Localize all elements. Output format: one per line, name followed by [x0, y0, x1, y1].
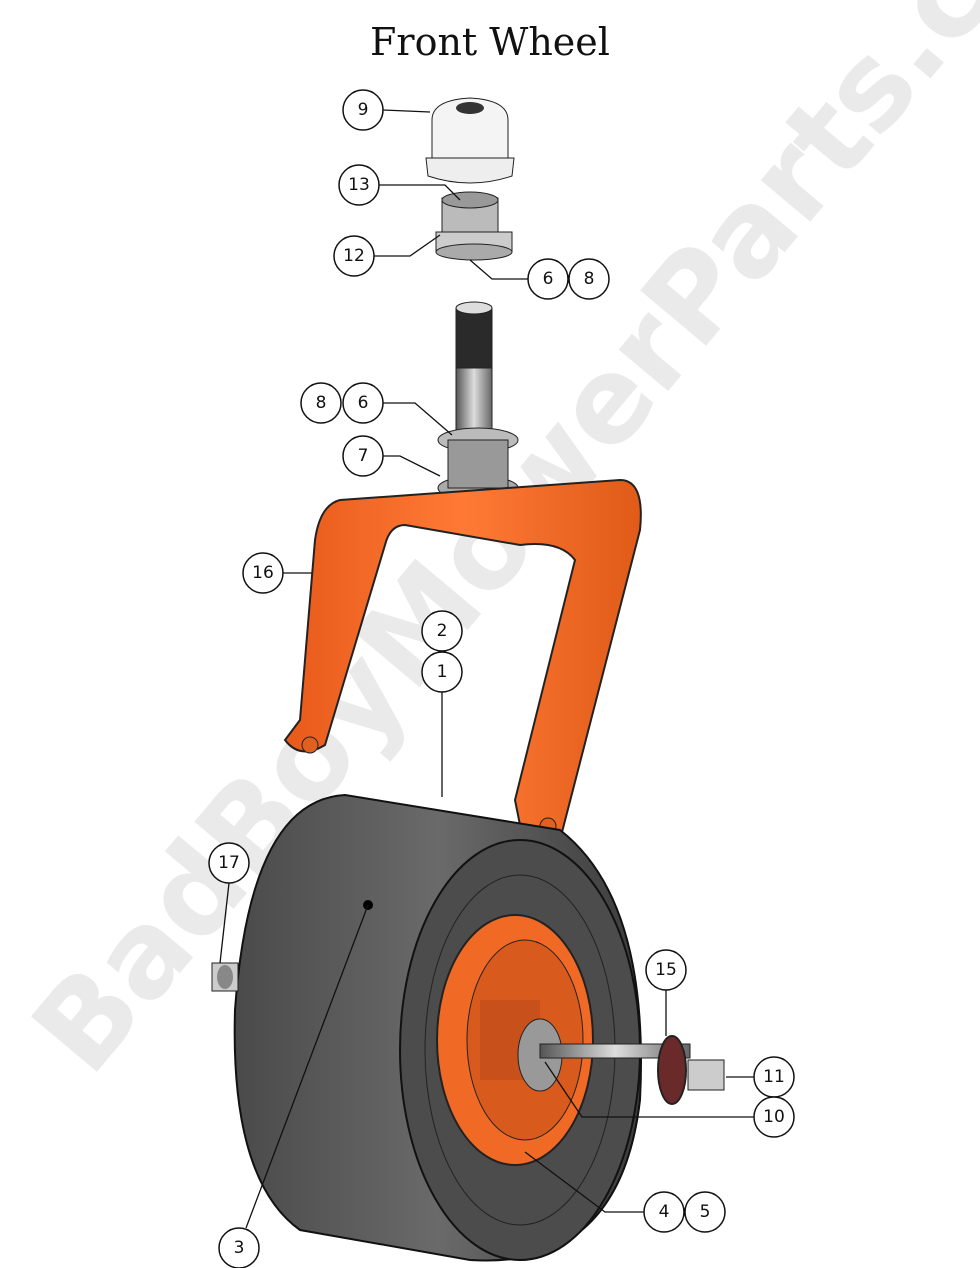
- axle-bolt: [539, 1035, 725, 1105]
- callout-6: 6: [527, 258, 569, 300]
- svg-text:4: 4: [659, 1202, 670, 1222]
- callout-13: 13: [338, 164, 380, 206]
- callout-1: 1: [421, 651, 463, 693]
- callout-4: 4: [643, 1191, 685, 1233]
- callout-3: 3: [218, 1227, 260, 1268]
- leader-lines: [219, 109, 754, 1229]
- callout-11: 11: [753, 1056, 795, 1098]
- svg-text:8: 8: [584, 269, 595, 289]
- diagram-title: Front Wheel: [370, 20, 610, 64]
- wheel-rim: [436, 914, 594, 1166]
- caster-fork: [283, 478, 642, 857]
- svg-text:5: 5: [700, 1202, 711, 1222]
- callout-17: 17: [208, 842, 250, 884]
- castle-nut: [435, 191, 513, 261]
- svg-text:11: 11: [763, 1067, 785, 1087]
- svg-text:7: 7: [358, 446, 369, 466]
- callout-15: 15: [645, 949, 687, 991]
- svg-text:2: 2: [437, 621, 448, 641]
- dust-cap: [425, 97, 515, 184]
- callout-2: 2: [421, 610, 463, 652]
- callout-10: 10: [753, 1096, 795, 1138]
- svg-text:1: 1: [437, 662, 448, 682]
- callout-9: 9: [342, 89, 384, 131]
- svg-text:13: 13: [348, 175, 370, 195]
- callout-6: 6: [342, 382, 384, 424]
- spindle-shaft: [437, 301, 519, 501]
- callout-5: 5: [684, 1191, 726, 1233]
- svg-text:9: 9: [358, 100, 369, 120]
- callout-16: 16: [242, 552, 284, 594]
- callout-8: 8: [300, 382, 342, 424]
- callout-7: 7: [342, 435, 384, 477]
- callout-8: 8: [568, 258, 610, 300]
- svg-text:16: 16: [252, 563, 274, 583]
- svg-text:8: 8: [316, 393, 327, 413]
- svg-text:6: 6: [543, 269, 554, 289]
- svg-text:3: 3: [234, 1238, 245, 1258]
- svg-text:10: 10: [763, 1107, 785, 1127]
- svg-text:17: 17: [218, 853, 240, 873]
- svg-text:12: 12: [343, 246, 365, 266]
- lock-nut: [211, 962, 239, 992]
- callout-12: 12: [333, 235, 375, 277]
- svg-text:6: 6: [358, 393, 369, 413]
- svg-text:15: 15: [655, 960, 677, 980]
